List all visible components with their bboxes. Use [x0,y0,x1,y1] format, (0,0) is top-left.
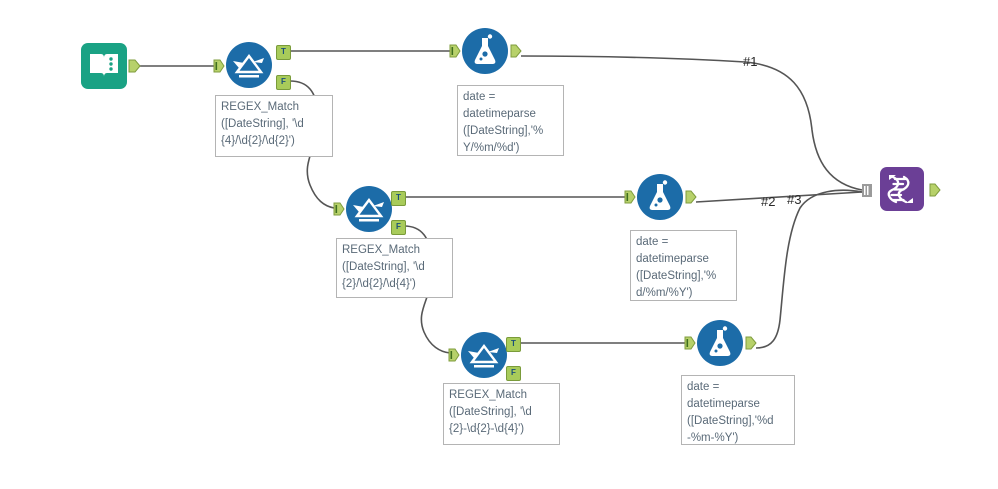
formula3-annotation: date = datetimeparse ([DateString],'%d -… [681,375,795,445]
book-icon [81,43,127,89]
filter-tool-2[interactable] [346,186,392,232]
filter2-false-anchor[interactable]: F [391,220,406,235]
connection-label-3: #3 [787,192,802,207]
connection-label-2: #2 [761,194,776,209]
union-tool[interactable] [880,167,924,211]
wire-formula3-to-union [755,189,863,349]
funnel-icon [346,186,392,232]
formula1-input-anchor[interactable] [449,44,461,63]
filter3-false-anchor[interactable]: F [506,366,521,381]
wire-formula2-to-union [695,191,863,203]
union-output-anchor[interactable] [929,183,941,202]
flask-icon [462,28,508,74]
filter1-false-anchor[interactable]: F [276,75,291,90]
filter2-annotation: REGEX_Match ([DateString], '\d {2}/\d{2}… [336,238,453,298]
connection-label-1: #1 [743,54,758,69]
formula-tool-2[interactable] [637,174,683,220]
filter3-annotation: REGEX_Match ([DateString], '\d {2}-\d{2}… [443,383,560,445]
formula1-annotation: date = datetimeparse ([DateString],'% Y/… [457,85,564,156]
formula2-annotation: date = datetimeparse ([DateString],'% d/… [630,230,737,301]
filter2-true-anchor[interactable]: T [391,191,406,206]
filter2-input-anchor[interactable] [333,202,345,221]
filter1-true-anchor[interactable]: T [276,45,291,60]
input-output-anchor[interactable] [128,59,141,78]
formula1-output-anchor[interactable] [510,44,522,63]
funnel-icon [226,42,272,88]
filter3-input-anchor[interactable] [448,348,460,367]
formula3-input-anchor[interactable] [684,336,696,355]
flask-icon [637,174,683,220]
formula2-input-anchor[interactable] [624,190,636,209]
formula-tool-1[interactable] [462,28,508,74]
formula3-output-anchor[interactable] [745,336,757,355]
filter1-input-anchor[interactable] [213,59,225,78]
wire-formula1-to-union [520,55,863,191]
flask-icon [697,320,743,366]
filter1-annotation: REGEX_Match ([DateString], '\d {4}/\d{2}… [215,95,333,157]
filter-tool-3[interactable] [461,332,507,378]
filter-tool-1[interactable] [226,42,272,88]
formula2-output-anchor[interactable] [685,190,697,209]
formula-tool-3[interactable] [697,320,743,366]
input-data-tool[interactable] [81,43,127,89]
union-input-anchor [862,184,872,197]
filter3-true-anchor[interactable]: T [506,337,521,352]
funnel-icon [461,332,507,378]
dna-helix-icon [880,167,924,211]
